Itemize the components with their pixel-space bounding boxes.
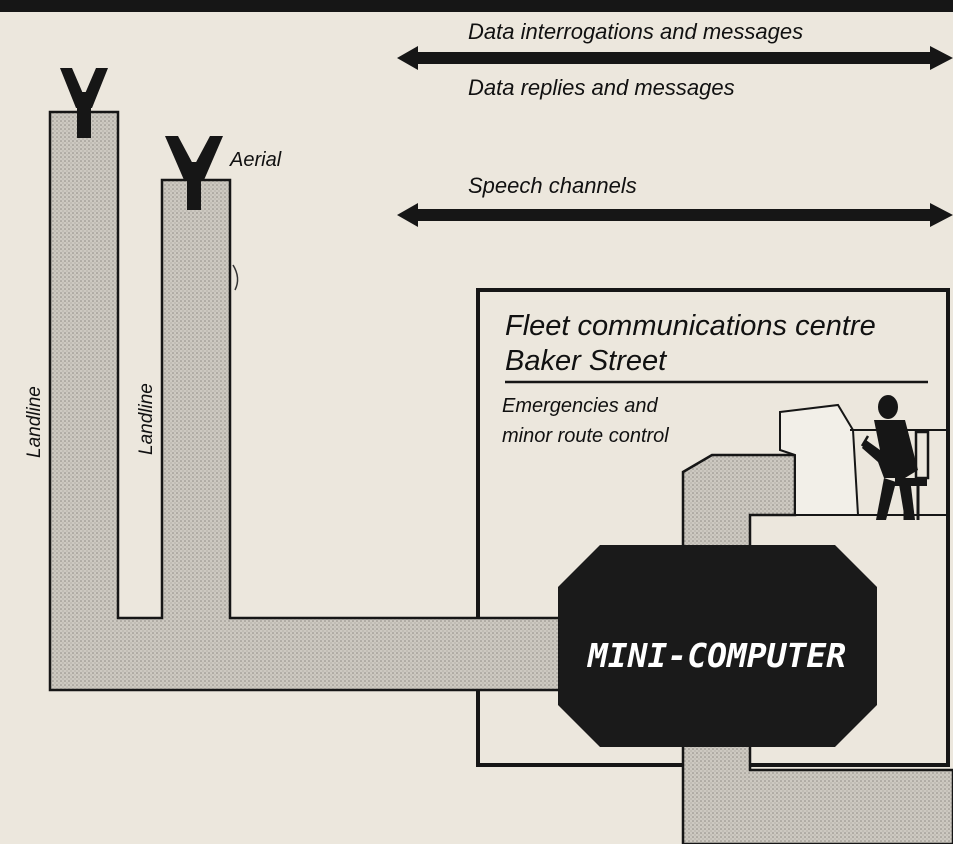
centre-title-line2: Baker Street: [505, 345, 668, 377]
aerial-label: Aerial: [229, 149, 282, 171]
minicomputer-label: MINI-COMPUTER: [587, 636, 846, 675]
operator-figure-icon: [862, 395, 928, 520]
centre-subtitle-line2: minor route control: [502, 425, 669, 447]
centre-title-line1: Fleet communications centre: [505, 310, 876, 342]
data-interrogations-label: Data interrogations and messages: [468, 19, 803, 44]
data-replies-label: Data replies and messages: [468, 75, 735, 100]
operator-console-icon: [780, 405, 950, 515]
top-border-band: [0, 0, 953, 12]
landline-pipe-network: [50, 112, 580, 690]
speech-channels-label: Speech channels: [468, 173, 637, 198]
centre-subtitle-line1: Emergencies and: [502, 395, 659, 417]
speech-channel-arrow: [397, 203, 953, 227]
landline-label-left: Landline: [24, 386, 45, 458]
pen-mark: [233, 265, 238, 290]
data-link-arrow: [397, 46, 953, 70]
console-link-pipe: [683, 455, 795, 555]
landline-label-right: Landline: [136, 383, 157, 455]
outbound-pipe: [683, 730, 953, 844]
